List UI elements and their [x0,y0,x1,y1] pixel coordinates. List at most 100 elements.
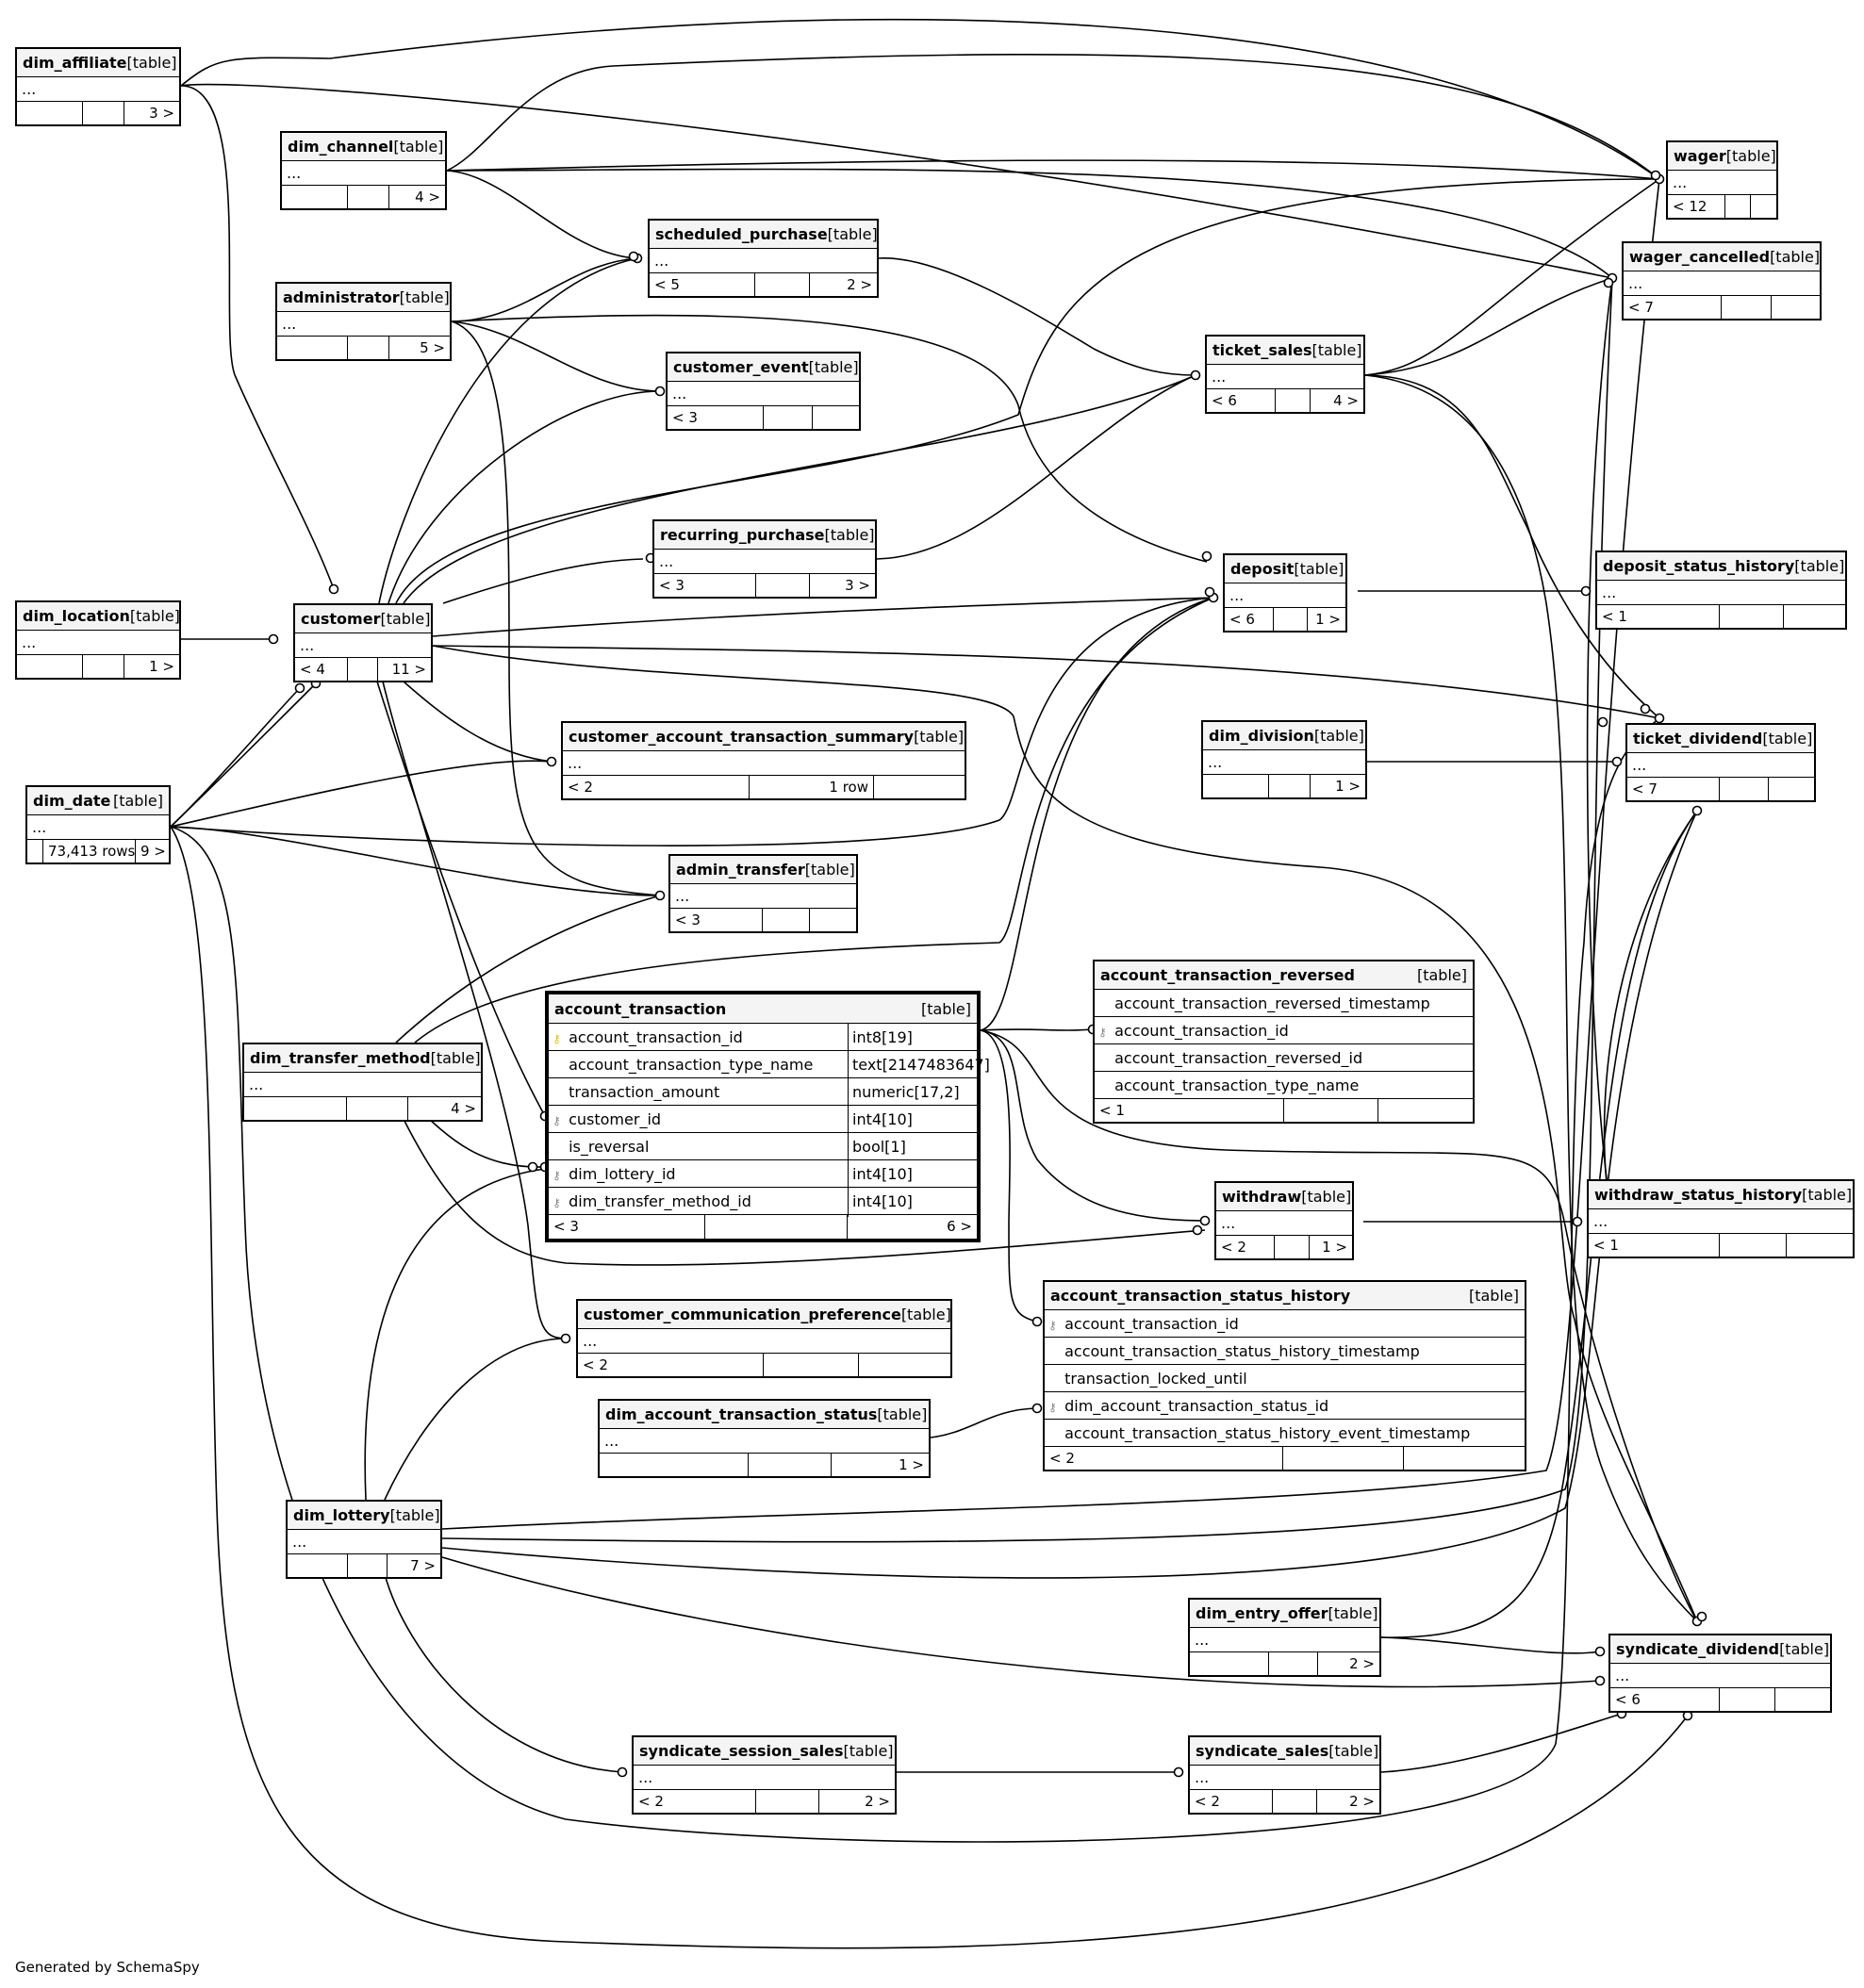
parents-count[interactable]: < 7 [1624,296,1722,319]
parents-count[interactable] [1203,775,1269,797]
children-count[interactable]: 1 > [1322,1239,1347,1256]
children-count[interactable] [1772,296,1820,319]
columns-collapsed[interactable]: ... [27,815,169,840]
columns-collapsed[interactable]: ... [650,249,877,273]
columns-collapsed[interactable]: ... [1627,753,1814,778]
columns-collapsed[interactable]: ... [668,382,859,406]
columns-collapsed[interactable]: ... [563,751,965,776]
parents-count[interactable]: < 3 [654,574,756,597]
columns-collapsed[interactable]: ... [578,1329,950,1354]
children-count[interactable]: 11 > [391,661,426,678]
table-dim-account-transaction-status[interactable]: dim_account_transaction_status[table] ..… [598,1399,931,1478]
columns-collapsed[interactable]: ... [1225,583,1345,608]
parents-count[interactable]: < 1 [1597,605,1720,628]
children-count[interactable] [1769,778,1814,800]
table-dim-division[interactable]: dim_division[table] ... 1 > [1201,720,1367,799]
parents-count[interactable]: < 3 [670,909,763,931]
columns-collapsed[interactable]: ... [17,77,179,102]
column-row[interactable]: transaction_locked_until [1045,1365,1525,1392]
children-count[interactable]: 1 > [1315,611,1341,628]
columns-collapsed[interactable]: ... [1190,1628,1379,1652]
column-row[interactable]: account_transaction_status_history_event… [1045,1420,1525,1447]
table-withdraw-status-history[interactable]: withdraw_status_history[table] ... < 1 [1587,1179,1855,1258]
table-wager[interactable]: wager[table] ... < 12 [1666,140,1778,220]
table-admin-transfer[interactable]: admin_transfer[table] ... < 3 [668,854,858,933]
table-dim-entry-offer[interactable]: dim_entry_offer[table] ... 2 > [1188,1598,1381,1677]
column-row[interactable]: ⚷ account_transaction_id [1095,1017,1473,1044]
column-row[interactable]: account_transaction_reversed_timestamp [1095,990,1473,1017]
table-customer-account-transaction-summary[interactable]: customer_account_transaction_summary[tab… [561,721,966,800]
children-count[interactable]: 2 > [847,276,872,293]
columns-collapsed[interactable]: ... [1190,1766,1379,1790]
parents-count[interactable]: < 7 [1627,778,1720,800]
parents-count[interactable]: < 4 [295,658,348,681]
table-wager-cancelled[interactable]: wager_cancelled[table] ... < 7 [1622,241,1822,320]
columns-collapsed[interactable]: ... [1589,1209,1853,1234]
children-count[interactable] [810,909,856,931]
table-administrator[interactable]: administrator[table] ... 5 > [275,282,452,361]
columns-collapsed[interactable]: ... [634,1766,895,1790]
columns-collapsed[interactable]: ... [1216,1211,1352,1236]
children-count[interactable]: 3 > [149,105,174,122]
column-row[interactable]: account_transaction_type_name [1095,1072,1473,1099]
column-row[interactable]: ⚷ account_transaction_id int8[19] [549,1024,977,1053]
parents-count[interactable] [288,1554,348,1577]
parents-count[interactable] [17,102,83,124]
columns-collapsed[interactable]: ... [282,161,445,186]
column-row[interactable]: is_reversal bool[1] [549,1133,977,1160]
children-count[interactable]: 1 > [1335,778,1361,795]
children-count[interactable] [859,1354,950,1376]
table-dim-lottery[interactable]: dim_lottery[table] ... 7 > [286,1500,442,1579]
children-count[interactable]: 7 > [410,1557,436,1574]
parents-count[interactable] [600,1454,749,1476]
parents-count[interactable]: < 1 [1589,1234,1720,1257]
columns-collapsed[interactable]: ... [654,550,875,574]
children-count[interactable]: 5 > [420,339,445,356]
columns-collapsed[interactable]: ... [244,1073,481,1097]
column-row[interactable]: transaction_amount numeric[17,2] [549,1078,977,1106]
parents-count[interactable] [17,655,83,678]
column-row[interactable]: account_transaction_type_name text[21474… [549,1051,990,1078]
children-count[interactable]: 4 > [1333,392,1359,409]
parents-count[interactable]: < 12 [1668,195,1725,218]
table-customer-communication-preference[interactable]: customer_communication_preference[table]… [576,1299,952,1378]
children-count[interactable] [1775,1688,1830,1711]
children-count[interactable]: 9 > [140,843,166,860]
column-row[interactable]: ⚷ dim_lottery_id int4[10] [549,1160,977,1190]
children-count[interactable]: 2 > [1349,1793,1375,1810]
table-dim-transfer-method[interactable]: dim_transfer_method[table] ... 4 > [242,1043,483,1122]
parents-count[interactable] [244,1097,347,1120]
parents-count[interactable]: < 2 [563,776,750,798]
table-account-transaction-reversed[interactable]: account_transaction_reversed[table] acco… [1093,960,1475,1124]
columns-collapsed[interactable]: ... [1610,1664,1830,1688]
parents-count[interactable]: < 6 [1610,1688,1720,1711]
columns-collapsed[interactable]: ... [295,633,431,658]
columns-collapsed[interactable]: ... [277,312,450,337]
parents-count[interactable]: < 3 [549,1215,705,1239]
children-count[interactable]: 1 > [149,658,174,675]
table-customer-event[interactable]: customer_event[table] ... < 3 [666,352,861,431]
parents-count[interactable] [282,186,348,208]
children-count[interactable] [1404,1447,1525,1470]
parents-count[interactable]: < 6 [1207,389,1276,412]
children-count[interactable] [1378,1099,1473,1122]
table-dim-channel[interactable]: dim_channel[table] ... 4 > [280,131,447,210]
children-count[interactable]: 3 > [845,577,870,594]
column-row[interactable]: ⚷ account_transaction_id [1045,1310,1525,1338]
column-row[interactable]: ⚷ customer_id int4[10] [549,1106,977,1135]
parents-count[interactable] [27,840,43,863]
columns-collapsed[interactable]: ... [1207,365,1363,389]
parents-count[interactable]: < 6 [1225,608,1274,631]
children-count[interactable]: 4 > [415,189,440,205]
column-row[interactable]: ⚷ dim_account_transaction_status_id [1045,1392,1525,1420]
columns-collapsed[interactable]: ... [670,884,856,909]
children-count[interactable] [1787,1234,1853,1257]
columns-collapsed[interactable]: ... [1597,581,1845,605]
